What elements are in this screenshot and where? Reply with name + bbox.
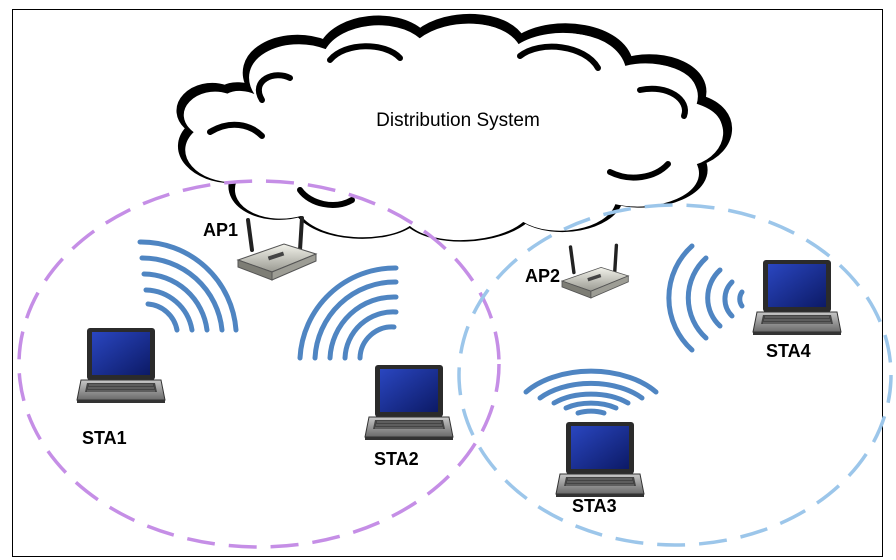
sta3-label: STA3: [572, 496, 617, 516]
station-sta1: STA1: [76, 327, 166, 448]
wave-sta4: [666, 243, 745, 353]
bss2-coverage-circle: [457, 203, 893, 547]
ap2-label: AP2: [525, 266, 560, 286]
ap1-label: AP1: [203, 220, 238, 240]
access-point-ap2: AP2: [525, 243, 630, 300]
sta2-label: STA2: [374, 449, 419, 469]
station-sta2: STA2: [364, 364, 454, 469]
station-sta3: STA3: [555, 421, 645, 516]
sta1-label: STA1: [82, 428, 127, 448]
station-sta4: STA4: [752, 259, 842, 361]
wave-sta2: [297, 265, 399, 361]
wave-ap1-left: [137, 239, 239, 333]
distribution-system-label: Distribution System: [376, 110, 540, 131]
access-point-ap1: AP1: [203, 216, 318, 282]
wave-sta3: [523, 368, 659, 416]
distribution-system-cloud: Distribution System: [176, 13, 733, 242]
sta4-label: STA4: [766, 341, 811, 361]
bss1-coverage-circle: [17, 179, 501, 549]
